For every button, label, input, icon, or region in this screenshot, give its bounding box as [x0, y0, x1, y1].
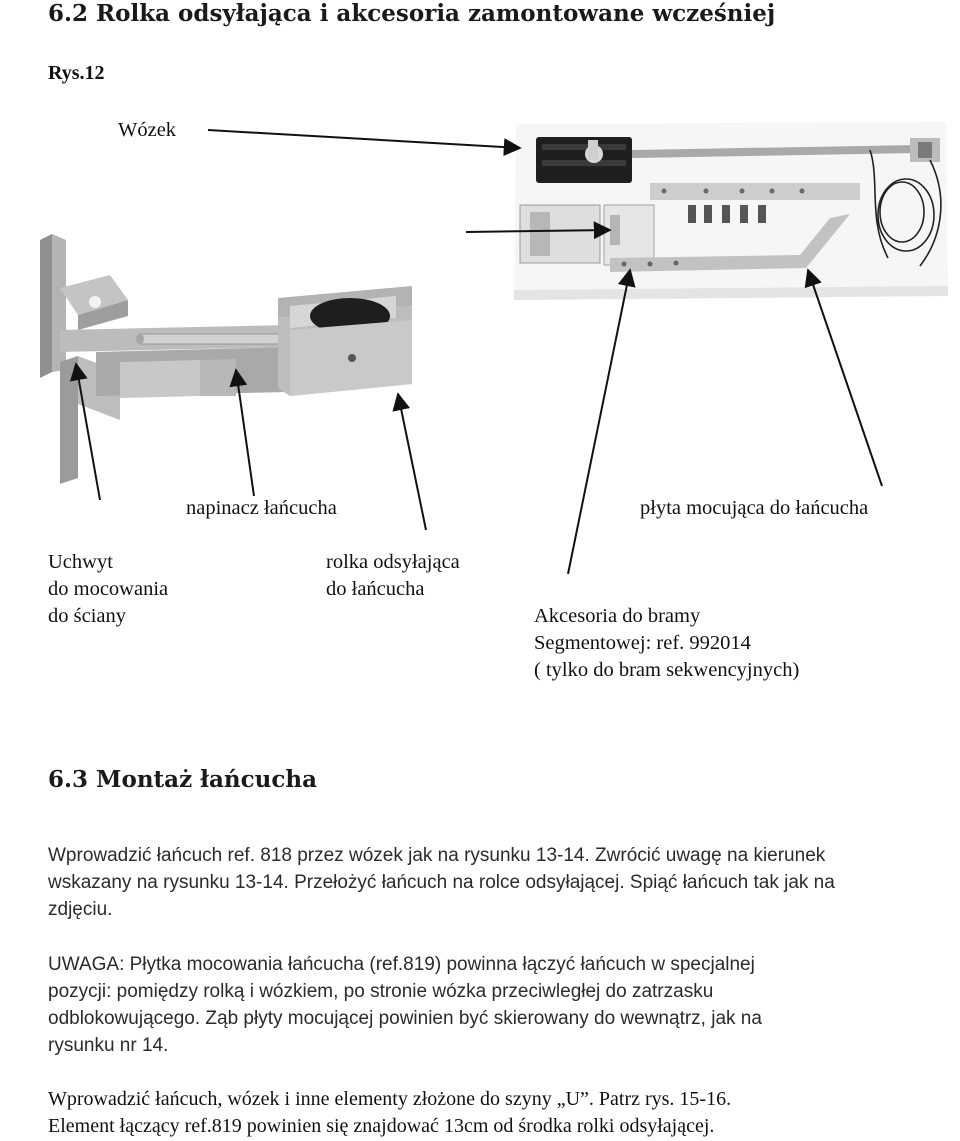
paragraph-1: Wprowadzić łańcuch ref. 818 przez wózek … [48, 845, 835, 920]
paragraph-3: Wprowadzić łańcuch, wózek i inne element… [48, 1088, 732, 1137]
label-plyta: płyta mocująca do łańcucha [640, 497, 869, 519]
section-6-3-title: 6.3 Montaż łańcucha [48, 766, 317, 793]
pulley-assembly-drawing [40, 234, 412, 484]
label-akcesoria: Akcesoria do bramy Segmentowej: ref. 992… [534, 605, 800, 681]
figure-ref: Rys.12 [48, 62, 105, 84]
section-6-2-title: 6.2 Rolka odsyłająca i akcesoria zamonto… [48, 0, 776, 27]
label-wozek: Wózek [118, 119, 177, 141]
paragraph-2-warning: UWAGA: Płytka mocowania łańcucha (ref.81… [48, 954, 762, 1056]
label-rolka: rolka odsyłająca do łańcucha [326, 551, 460, 600]
figure-arrows [69, 129, 883, 575]
label-uchwyt: Uchwyt do mocowania do ściany [48, 551, 169, 627]
accessory-kit-photo [514, 122, 948, 300]
label-napinacz: napinacz łańcucha [186, 497, 337, 519]
